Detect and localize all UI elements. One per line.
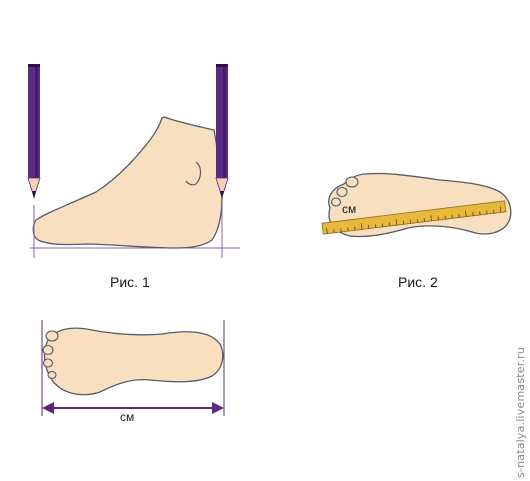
tape-unit-label: см (342, 202, 357, 216)
tape-tick (430, 214, 432, 221)
length-arrow-right-head (212, 402, 224, 414)
length-unit-label: см (120, 410, 135, 424)
toe-c (42, 358, 54, 368)
figure-1-side-view (27, 64, 240, 258)
right-pencil-edge (223, 64, 226, 178)
length-arrow-left-head (42, 402, 54, 414)
tape-tick (326, 227, 328, 234)
toe-1 (345, 176, 359, 188)
tape-tick (360, 223, 363, 230)
measuring-tape (321, 200, 507, 235)
tape-tick (499, 206, 502, 213)
right-pencil-lead (220, 191, 224, 199)
left-pencil-cap (28, 64, 40, 67)
tape-tick (395, 219, 398, 226)
right-pencil-cap (216, 64, 228, 67)
right-pencil-wood-tip (215, 177, 229, 199)
foot-side-silhouette (32, 116, 223, 249)
tape-ticks (326, 206, 502, 234)
toe-d (47, 370, 57, 380)
left-pencil-lead (32, 191, 36, 199)
figure-2-caption: Рис. 2 (398, 274, 438, 290)
left-pencil-wood-tip (27, 177, 41, 199)
figure-3-length-view (41, 320, 225, 416)
toe-2 (336, 186, 348, 198)
toe-a (45, 330, 59, 342)
right-pencil (215, 64, 229, 258)
left-pencil-body (28, 64, 40, 178)
toe-b (42, 344, 54, 356)
left-pencil-edge (35, 64, 38, 178)
right-pencil-body (216, 64, 228, 178)
sole-outline (43, 327, 224, 396)
tape-strip (321, 200, 507, 235)
figure-2-tape-measure (321, 172, 512, 238)
left-pencil (27, 64, 41, 258)
watermark-text: s-natalya.livemaster.ru (514, 346, 527, 478)
toe-3 (330, 197, 342, 207)
tape-tick (465, 210, 467, 217)
figure-1-caption: Рис. 1 (110, 274, 150, 290)
ankle-bone-curve (185, 161, 202, 186)
